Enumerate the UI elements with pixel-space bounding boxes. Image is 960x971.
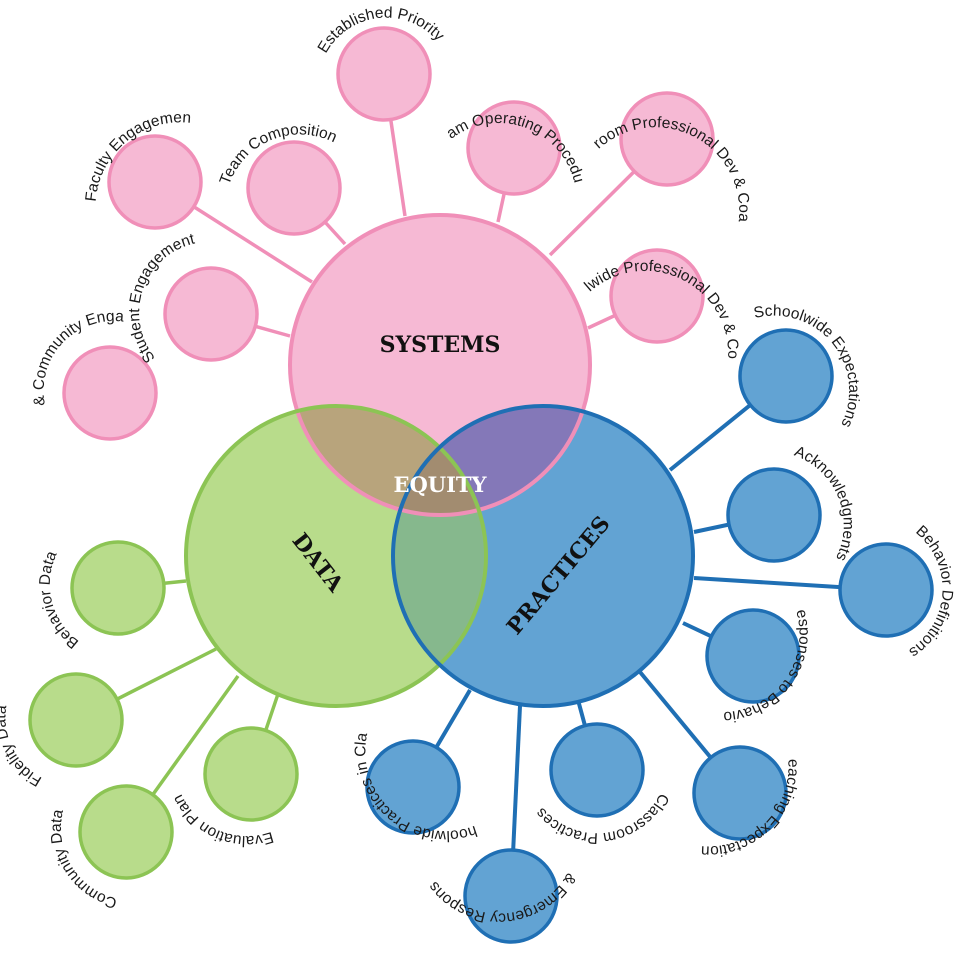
data-spoke-node-1 [28, 672, 124, 768]
systems-spoke-node-4 [336, 26, 432, 122]
data-spoke-node-2 [78, 784, 174, 880]
practices-spoke-node-3 [705, 608, 801, 704]
practices-spoke-node-2 [838, 542, 934, 638]
practices-hub-outline [391, 404, 695, 708]
systems-hub-outline [288, 213, 592, 517]
data-spoke-node-0 [70, 540, 166, 636]
systems-spoke-node-0 [62, 345, 158, 441]
practices-spoke-node-0 [738, 328, 834, 424]
systems-spoke-node-3 [246, 140, 342, 236]
systems-spoke-node-7 [609, 248, 705, 344]
practices-spoke-node-7 [365, 739, 461, 835]
practices-spoke-node-5 [549, 722, 645, 818]
spoke-nodes [28, 26, 934, 944]
data-hub-outline [184, 404, 488, 708]
practices-spoke-node-1 [726, 467, 822, 563]
systems-spoke-node-1 [163, 266, 259, 362]
systems-spoke-node-6 [619, 91, 715, 187]
practices-spoke-node-6 [463, 848, 559, 944]
hub-circles [184, 213, 695, 708]
systems-hub-label: SYSTEMS [380, 332, 501, 358]
practices-spoke-node-4 [692, 745, 788, 841]
systems-spoke-node-2 [107, 134, 203, 230]
data-spoke-node-3 [203, 726, 299, 822]
systems-spoke-node-5 [466, 100, 562, 196]
equity-label: EQUITY [393, 472, 487, 497]
